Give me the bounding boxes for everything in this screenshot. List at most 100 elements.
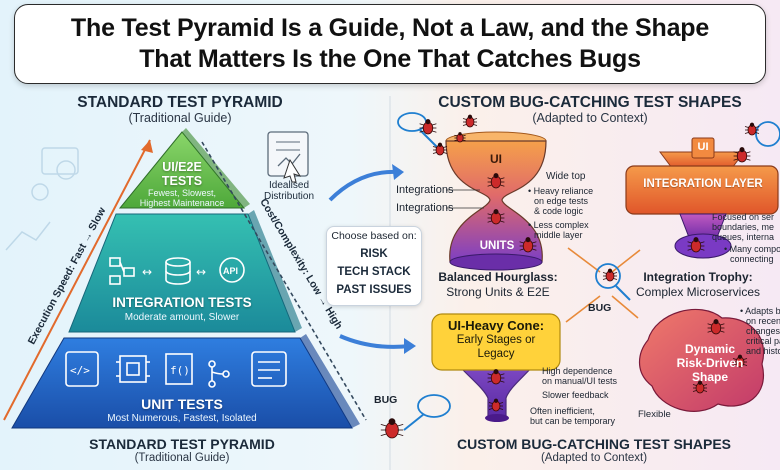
- hourglass-caption-1: Balanced Hourglass:: [438, 270, 558, 284]
- hourglass-note-middle-2: middle layer: [534, 230, 583, 240]
- cone-note-5: but can be temporary: [530, 416, 616, 426]
- hourglass-note-edge-3: & code logic: [534, 206, 584, 216]
- bug-icon: [733, 147, 751, 163]
- integration-icons: ↔ ↔ API: [109, 257, 245, 285]
- hourglass-caption-2: Strong Units & E2E: [446, 285, 550, 299]
- chooser-panel: [326, 226, 422, 306]
- bug-icon: [454, 132, 466, 143]
- tier-integration-name: INTEGRATION TESTS: [112, 295, 252, 310]
- bug-icon: [692, 380, 708, 394]
- title-banner: The Test Pyramid Is a Guide, Not a Law, …: [14, 4, 766, 84]
- bug-icon: [432, 142, 448, 156]
- tier-ui-desc-2: Highest Maintenance: [139, 198, 225, 208]
- blob-flex-label: Flexible: [638, 409, 671, 420]
- trophy-note-4: • Many compon: [724, 244, 780, 254]
- monitor-icon: [41, 147, 79, 175]
- blob-note-2: on recent: [746, 316, 780, 326]
- test-pyramid: [11, 128, 360, 429]
- bug-icon: [380, 418, 404, 439]
- bug-icon: [487, 369, 505, 385]
- chip-icon: [119, 355, 147, 383]
- blob-label-3: Shape: [691, 370, 728, 384]
- bug-icon: [488, 398, 504, 412]
- hourglass-note-edge-1: • Heavy reliance: [528, 186, 594, 196]
- arrow-to-hourglass: [328, 169, 399, 202]
- left-footer-subheading: (Traditional Guide): [134, 452, 230, 464]
- net-icon-right: [755, 121, 780, 147]
- svg-text:↔: ↔: [196, 265, 206, 279]
- trophy-middle-label: INTEGRATION LAYER: [643, 178, 763, 190]
- blob-note-1: • Adapts ba: [740, 306, 780, 316]
- chooser-item-tech-stack: TECH STACK: [337, 266, 411, 278]
- tier-ui-name-2: TESTS: [161, 174, 203, 188]
- code-window-icon: [65, 351, 99, 387]
- trend-icon: [5, 221, 51, 251]
- bug-icon: [419, 119, 437, 135]
- left-subheading: (Traditional Guide): [128, 111, 232, 125]
- blob-note-5: and histo: [746, 346, 780, 356]
- right-subheading: (Adapted to Context): [532, 111, 648, 125]
- hourglass-top-label: UI: [490, 152, 502, 166]
- cone-label-3: Legacy: [477, 348, 515, 360]
- bug-icon: [732, 354, 748, 368]
- bug-bottom-label: BUG: [374, 394, 398, 406]
- background-icons-left: [5, 147, 79, 251]
- idealised-label-2: Distribution: [263, 191, 315, 202]
- bug-icon: [744, 122, 760, 136]
- gear-icon: [31, 183, 49, 201]
- trophy-note-3: queues, interna: [712, 232, 775, 242]
- hourglass-note-middle-1: • Less complex: [528, 220, 589, 230]
- net-icon-bottom: [403, 394, 451, 431]
- blob-note-4: critical pa: [746, 336, 780, 346]
- blob-label-2: Risk-Driven: [676, 356, 744, 370]
- chooser-item-risk: RISK: [360, 248, 388, 260]
- trophy-note-1: Focused on ser: [712, 212, 775, 222]
- right-footer-subheading: (Adapted to Context): [540, 452, 648, 464]
- cone-note-1: High dependence: [542, 366, 613, 376]
- integration-trophy-shape: [625, 137, 779, 259]
- svg-text:↔: ↔: [142, 265, 152, 279]
- blob-label-1: Dynamic: [684, 342, 736, 356]
- cost-axis-arrow: [201, 141, 367, 421]
- hourglass-note-edge-2: on edge tests: [534, 196, 589, 206]
- right-footer-heading: CUSTOM BUG-CATCHING TEST SHAPES: [456, 436, 732, 452]
- title-line-2: That Matters Is the One That Catches Bug…: [139, 45, 641, 73]
- bug-icon: [519, 237, 537, 253]
- bug-icon: [707, 319, 725, 335]
- tier-unit-desc: Most Numerous, Fastest, Isolated: [107, 413, 257, 424]
- cone-note-4: Often inefficient,: [530, 406, 595, 416]
- bug-center-label: BUG: [588, 302, 612, 314]
- hourglass-note-wide-top: Wide top: [546, 171, 586, 182]
- idealised-label-1: Idealised: [268, 180, 310, 191]
- title-line-1: The Test Pyramid Is a Guide, Not a Law, …: [70, 14, 710, 42]
- svg-text:f(): f(): [170, 364, 190, 377]
- trophy-note-2: boundaries, me: [712, 222, 775, 232]
- hourglass-side-label-1: Integrations: [396, 184, 454, 196]
- hourglass-side-label-2: Integrations: [396, 202, 454, 214]
- terminal-icon: [251, 351, 287, 387]
- unit-icons: </> f(): [65, 351, 287, 388]
- right-heading: CUSTOM BUG-CATCHING TEST SHAPES: [438, 94, 742, 111]
- trophy-note-5: connecting: [730, 254, 774, 264]
- left-heading: STANDARD TEST PYRAMID: [77, 94, 283, 111]
- trophy-top-label: UI: [697, 141, 709, 153]
- api-gear-icon: [219, 257, 245, 283]
- left-footer-heading: STANDARD TEST PYRAMID: [89, 436, 275, 452]
- bug-icon: [687, 237, 705, 253]
- speed-axis-arrow: [3, 139, 151, 421]
- bug-icon: [487, 173, 505, 189]
- arrow-to-cone: [339, 334, 411, 349]
- tier-ui-name-1: UI/E2E: [162, 160, 202, 174]
- cone-note-3: Slower feedback: [542, 390, 609, 400]
- trophy-caption-1: Integration Trophy:: [643, 270, 753, 284]
- chooser-item-past-issues: PAST ISSUES: [336, 284, 412, 296]
- blob-note-3: changes,: [746, 326, 780, 336]
- bug-icon: [487, 209, 505, 225]
- cone-label-1: UI-Heavy Cone:: [447, 318, 545, 333]
- hourglass-shape: [445, 131, 547, 271]
- trophy-caption-2: Complex Microservices: [635, 285, 761, 299]
- tier-ui-desc-1: Fewest, Slowest,: [147, 188, 217, 198]
- cone-note-2: on manual/UI tests: [542, 376, 618, 386]
